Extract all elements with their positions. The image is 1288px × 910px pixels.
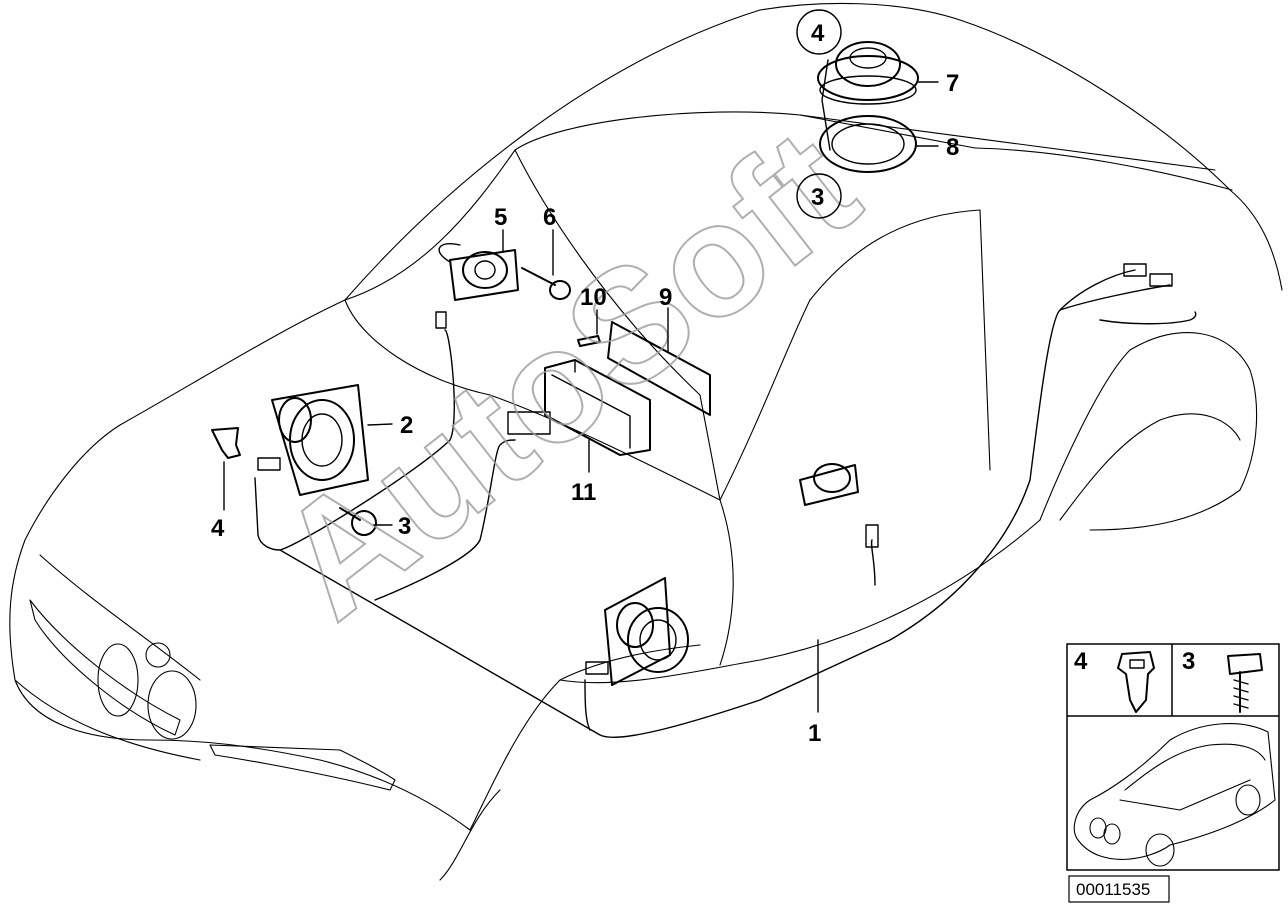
clip-nut-part-4 bbox=[211, 427, 241, 459]
callout-3-top-circle bbox=[796, 173, 842, 219]
callout-8: 8 bbox=[946, 134, 959, 161]
car-body-outline bbox=[9, 2, 1283, 881]
watermark: AutoSoft bbox=[245, 94, 889, 653]
callout-4-left: 4 bbox=[211, 515, 225, 542]
screw-icon bbox=[1227, 653, 1263, 713]
wiring-harness bbox=[254, 263, 1197, 738]
speaker-guide-line bbox=[821, 59, 831, 151]
radio-frame-part-11 bbox=[507, 359, 651, 456]
callout-9: 9 bbox=[659, 284, 672, 311]
callout-5: 5 bbox=[494, 204, 507, 231]
legend-box: 4 3 bbox=[1066, 643, 1280, 871]
screw-part-3 bbox=[339, 507, 377, 536]
strip-part-10 bbox=[577, 335, 601, 347]
watermark-text: AutoSoft bbox=[246, 95, 888, 652]
callout-3-left: 3 bbox=[398, 513, 411, 540]
legend-screw-label: 3 bbox=[1182, 648, 1195, 675]
leader-lines bbox=[223, 81, 939, 713]
legend-clip-label: 4 bbox=[1074, 648, 1088, 675]
clip-nut-icon bbox=[1117, 651, 1155, 713]
rear-tweeter bbox=[799, 463, 859, 506]
screw-part-6 bbox=[521, 267, 571, 300]
callout-7: 7 bbox=[946, 70, 959, 97]
callout-10: 10 bbox=[580, 284, 607, 311]
door-speaker bbox=[604, 577, 689, 686]
diagram-id: 00011535 bbox=[1068, 875, 1170, 903]
diagram-id-label: 00011535 bbox=[1076, 880, 1150, 899]
callout-6: 6 bbox=[543, 204, 556, 231]
callout-1: 1 bbox=[808, 720, 821, 747]
rear-speaker-part-7 bbox=[817, 41, 919, 105]
cover-panel-part-9 bbox=[607, 321, 711, 416]
callout-2: 2 bbox=[400, 412, 413, 439]
callout-4-top-circle bbox=[796, 9, 842, 55]
tweeter-part-5 bbox=[438, 243, 519, 301]
callout-11: 11 bbox=[571, 479, 596, 506]
callout-3-top: 3 bbox=[811, 184, 824, 211]
callouts: 2 4 3 5 6 10 9 11 7 8 1 4 3 bbox=[211, 9, 959, 747]
front-speaker-part-2 bbox=[271, 384, 369, 496]
callout-4-top: 4 bbox=[811, 20, 825, 47]
speaker-ring-part-8 bbox=[819, 115, 917, 173]
car-thumbnail bbox=[1073, 723, 1276, 867]
